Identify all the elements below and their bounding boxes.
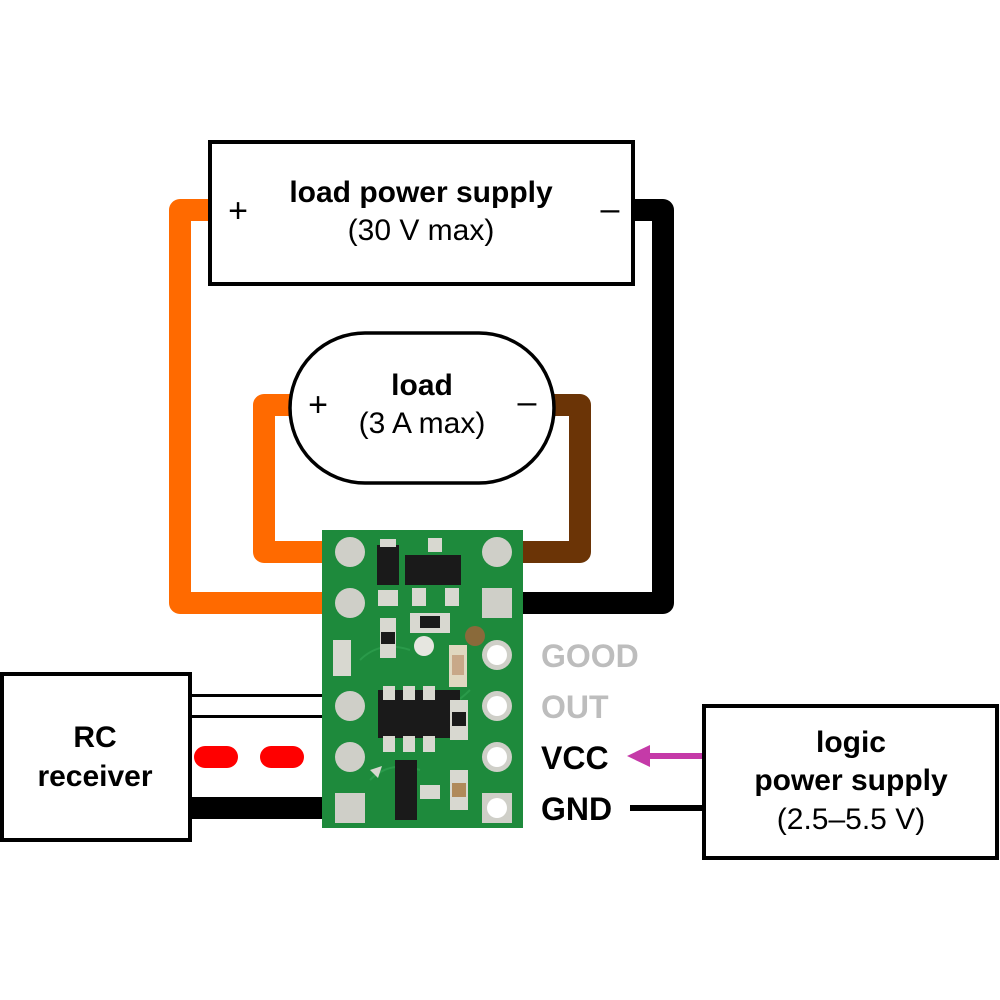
pin-label-gnd: GND bbox=[541, 791, 612, 827]
pin-load-neg bbox=[482, 537, 512, 567]
pcb-board bbox=[322, 530, 523, 828]
pin-labels: GOOD OUT VCC GND bbox=[541, 638, 639, 827]
pin-rc-ground bbox=[335, 793, 365, 823]
load-supply-title: load power supply bbox=[289, 176, 553, 209]
pin-rc-signal bbox=[335, 691, 365, 721]
logic-supply-line3: (2.5–5.5 V) bbox=[777, 803, 925, 836]
right-pins bbox=[482, 537, 512, 823]
pin-small-pad bbox=[333, 640, 351, 676]
load-supply-positive-wire bbox=[169, 199, 361, 614]
load-negative-wire bbox=[484, 394, 591, 563]
load-positive-wire bbox=[253, 394, 361, 563]
load-supply-negative-symbol: – bbox=[601, 190, 620, 228]
pin-supply-pos bbox=[335, 588, 365, 618]
rc-receiver: RC receiver bbox=[0, 672, 192, 842]
logic-supply-line1: logic bbox=[816, 726, 886, 759]
load-positive-symbol: + bbox=[308, 386, 328, 424]
load-supply-negative-wire bbox=[484, 199, 674, 614]
load-power-supply: + load power supply (30 V max) – bbox=[208, 140, 635, 286]
pin-label-vcc: VCC bbox=[541, 740, 609, 776]
pin-load-pos bbox=[335, 537, 365, 567]
rc-receiver-line2: receiver bbox=[37, 760, 152, 793]
load: + load (3 A max) – bbox=[288, 331, 556, 485]
load-subtitle: (3 A max) bbox=[359, 407, 486, 440]
vcc-arrow-icon bbox=[627, 745, 650, 767]
rc-wires bbox=[178, 694, 360, 819]
rc-receiver-line1: RC bbox=[73, 721, 116, 754]
components bbox=[370, 538, 485, 820]
load-supply-positive-symbol: + bbox=[228, 192, 248, 230]
pin-supply-neg bbox=[482, 588, 512, 618]
load-title: load bbox=[391, 369, 453, 402]
pin-label-good: GOOD bbox=[541, 638, 639, 674]
logic-connections bbox=[627, 745, 705, 811]
logic-supply-line2: power supply bbox=[754, 764, 948, 797]
pin-good-out-inner bbox=[487, 645, 507, 665]
pin-label-out: OUT bbox=[541, 689, 609, 725]
load-negative-symbol: – bbox=[518, 383, 537, 421]
load-supply-subtitle: (30 V max) bbox=[348, 214, 495, 247]
pin-rc-power bbox=[335, 742, 365, 772]
left-pins bbox=[333, 537, 365, 823]
logic-power-supply: logic power supply (2.5–5.5 V) bbox=[702, 704, 999, 860]
